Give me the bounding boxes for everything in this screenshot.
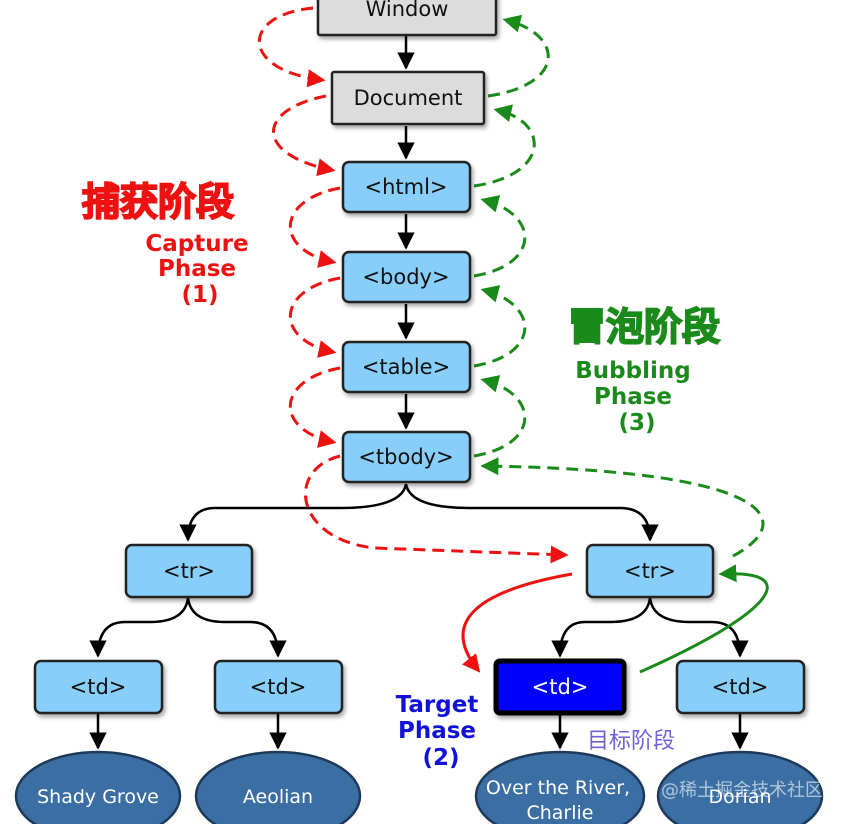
node-html-label: <html> — [364, 175, 447, 199]
leaf-dorian-label: Dorian — [708, 786, 771, 808]
node-table-label: <table> — [362, 355, 450, 379]
leaf-aeolian-label: Aeolian — [243, 786, 313, 808]
node-tbody: <tbody> — [341, 430, 472, 484]
node-td-2-label: <td> — [250, 675, 307, 699]
node-td-4: <td> — [675, 659, 806, 715]
node-document-label: Document — [354, 86, 463, 110]
node-window-label: Window — [366, 0, 449, 21]
capture-phase-label: 捕获阶段 Capture Phase (1) — [81, 179, 248, 308]
node-tr-right: <tr> — [585, 543, 715, 599]
leaf-aeolian: Aeolian — [194, 750, 362, 824]
node-body-label: <body> — [362, 265, 449, 289]
target-phase-line2: Phase — [398, 718, 476, 744]
node-html: <html> — [341, 160, 472, 214]
capture-arrows — [257, 6, 569, 564]
leaf-shady-grove: Shady Grove — [14, 750, 182, 824]
bubbling-phase-cn: 冒泡阶段 — [568, 305, 720, 349]
capture-phase-line1: Capture — [145, 231, 248, 257]
node-td-1-label: <td> — [70, 675, 127, 699]
bubbling-phase-line3: (3) — [618, 410, 655, 436]
target-phase-line3: (2) — [422, 745, 459, 771]
node-document: Document — [330, 70, 486, 126]
target-phase-cn: 目标阶段 — [587, 729, 675, 754]
node-body: <body> — [341, 250, 472, 304]
capture-phase-line2: Phase — [158, 256, 236, 282]
leaf-over-the-river-line1: Over the River, — [486, 777, 630, 799]
bubbling-phase-line1: Bubbling — [575, 358, 690, 384]
leaf-over-the-river: Over the River, Charlie — [474, 750, 646, 824]
bubbling-phase-label: 冒泡阶段 Bubbling Phase (3) — [567, 304, 721, 436]
bubbling-arrows — [473, 14, 765, 558]
watermark: @稀土掘金技术社区 — [661, 780, 823, 801]
node-td-target-label: <td> — [532, 675, 589, 699]
node-tr-right-label: <tr> — [624, 559, 676, 583]
capture-phase-line3: (1) — [181, 282, 218, 308]
node-td-4-label: <td> — [712, 675, 769, 699]
node-td-1: <td> — [33, 659, 164, 715]
bubbling-start-arrow — [639, 564, 769, 674]
leaf-shady-grove-label: Shady Grove — [37, 786, 159, 808]
node-td-target: <td> — [493, 658, 627, 716]
target-phase-line1: Target — [396, 692, 479, 718]
node-tbody-label: <tbody> — [358, 445, 453, 469]
node-window: Window — [316, 0, 498, 37]
node-td-2: <td> — [213, 659, 344, 715]
capture-phase-cn: 捕获阶段 — [82, 180, 234, 224]
leaf-dorian: Dorian — [656, 750, 824, 824]
leaf-over-the-river-line2: Charlie — [526, 802, 593, 824]
bubbling-phase-line2: Phase — [594, 384, 672, 410]
node-tr-left-label: <tr> — [163, 559, 215, 583]
target-phase-label: Target Phase (2) 目标阶段 — [396, 692, 675, 771]
node-tr-left: <tr> — [124, 543, 254, 599]
target-arrow — [461, 572, 573, 673]
node-table: <table> — [341, 340, 472, 394]
tree-connectors — [89, 36, 749, 750]
